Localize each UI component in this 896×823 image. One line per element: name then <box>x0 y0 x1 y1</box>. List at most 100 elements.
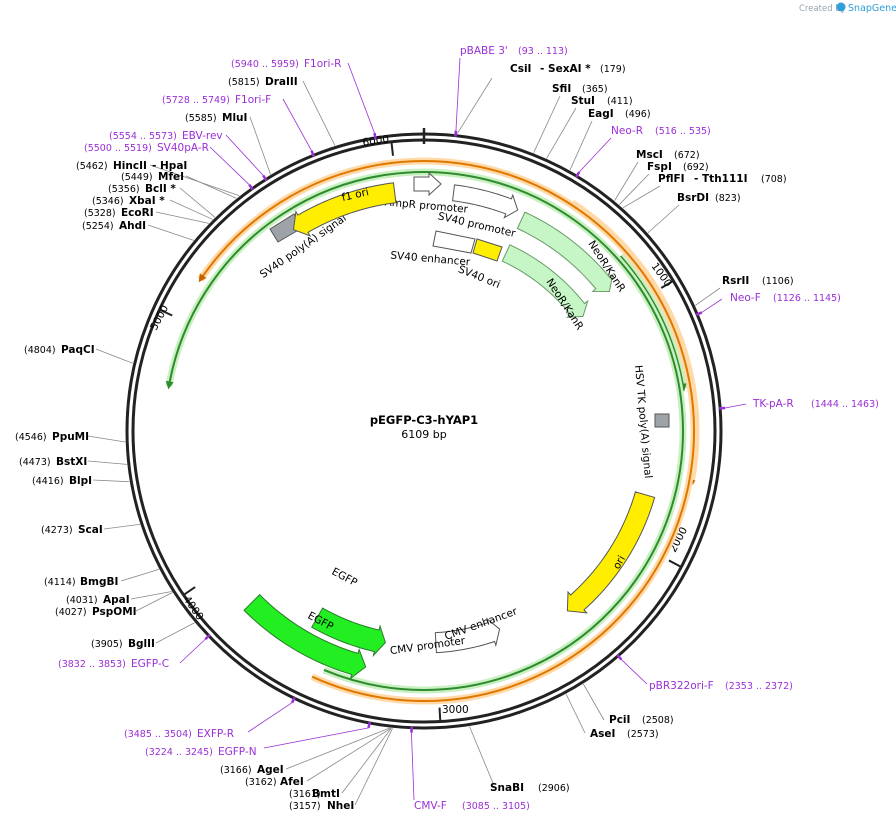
enzyme-label[interactable]: MfeI <box>158 171 184 183</box>
feature-sv40-ori[interactable] <box>472 238 503 262</box>
enzyme-position: (5815) <box>228 77 260 88</box>
primer-site-mark <box>262 174 268 182</box>
enzyme-label[interactable]: BsrDI <box>677 192 709 204</box>
enzyme-label[interactable]: PpuMI <box>52 431 89 443</box>
primer-label[interactable]: EGFP-C <box>131 658 169 670</box>
enzyme-leader <box>614 161 639 201</box>
enzyme-leader <box>341 727 392 794</box>
primer-leader <box>179 638 206 664</box>
feature-f1-ori[interactable] <box>292 182 397 237</box>
feature-amp-promoter[interactable] <box>413 171 442 197</box>
feature-hsv-tk-polya[interactable] <box>654 413 670 428</box>
enzyme-label[interactable]: BglII <box>128 638 155 650</box>
enzyme-position: (4114) <box>44 577 76 588</box>
enzyme-label[interactable]: FspI <box>647 161 672 173</box>
enzyme-position: (3157) <box>289 801 321 812</box>
enzyme-position: (4031) <box>66 595 98 606</box>
primer-label[interactable]: EBV-rev <box>182 130 223 142</box>
enzyme-label[interactable]: CsiI <box>510 63 531 75</box>
primer-label[interactable]: pBABE 3' <box>460 45 508 57</box>
primer-leader <box>347 62 375 134</box>
enzyme-label[interactable]: - SexAI * <box>540 63 591 75</box>
enzyme-label[interactable]: - HpaI <box>152 160 187 172</box>
orf-arrow-egfp-yap1[interactable] <box>165 171 684 691</box>
enzyme-label[interactable]: AfeI <box>280 776 304 788</box>
primer-label[interactable]: F1ori-R <box>304 58 341 70</box>
feature-neor-kanr-inner[interactable] <box>501 244 589 318</box>
enzyme-label[interactable]: ApaI <box>103 594 130 606</box>
enzyme-label[interactable]: PflFI <box>658 173 685 185</box>
primer-label[interactable]: F1ori-F <box>235 94 271 106</box>
orf-arrow-yap1[interactable] <box>198 160 695 702</box>
enzyme-label[interactable]: StuI <box>571 95 595 107</box>
enzyme-label[interactable]: BclI * <box>145 183 176 195</box>
enzyme-position: (3166) <box>220 765 252 776</box>
primer-label[interactable]: SV40pA-R <box>157 142 209 154</box>
enzyme-position: (708) <box>761 174 787 185</box>
primer-leader <box>225 134 264 176</box>
primer-range: (3085 .. 3105) <box>462 801 530 812</box>
primer-label[interactable]: Neo-F <box>730 292 761 304</box>
feature-egfp-upper[interactable] <box>243 594 367 680</box>
feature-sv40-enhancer[interactable] <box>432 230 476 254</box>
enzyme-label[interactable]: DraIII <box>265 76 298 88</box>
primer-label[interactable]: EGFP-N <box>218 746 257 758</box>
enzyme-label[interactable]: PspOMI <box>92 606 137 618</box>
feature-cmv-enhancer[interactable] <box>434 617 501 654</box>
primer-site-mark <box>248 183 254 191</box>
enzyme-label[interactable]: BmgBI <box>80 576 118 588</box>
enzyme-label[interactable]: AseI <box>590 728 615 740</box>
enzyme-leader <box>647 204 680 234</box>
enzyme-position: (496) <box>625 109 651 120</box>
enzyme-label[interactable]: AgeI <box>257 764 284 776</box>
enzyme-leader <box>95 348 133 364</box>
feature-sv40-promoter[interactable] <box>452 184 519 219</box>
enzyme-label[interactable]: PaqCI <box>61 344 95 356</box>
primer-leader <box>282 98 312 151</box>
primer-leader <box>247 702 293 733</box>
enzyme-label[interactable]: AhdI <box>119 220 146 232</box>
primer-range: (3485 .. 3504) <box>124 729 192 740</box>
credit-brand: SnapGene <box>848 3 896 14</box>
enzyme-label[interactable]: EcoRI <box>121 207 154 219</box>
enzyme-label[interactable]: HincII <box>113 160 147 172</box>
primer-range: (5728 .. 5749) <box>162 95 230 106</box>
enzyme-label[interactable]: BstXI <box>56 456 87 468</box>
enzyme-label[interactable]: ScaI <box>78 524 103 536</box>
tick-label: 6000 <box>362 133 390 149</box>
primer-site-mark <box>695 311 703 316</box>
feature-neor-kanr-outer[interactable] <box>516 211 614 293</box>
enzyme-position: (3905) <box>91 639 123 650</box>
enzyme-label[interactable]: BmtI <box>312 788 340 800</box>
tick-mark <box>668 559 682 568</box>
enzyme-label[interactable]: BlpI <box>69 475 92 487</box>
enzyme-label[interactable]: EagI <box>588 108 614 120</box>
enzyme-leader <box>92 479 130 483</box>
enzyme-position: (5356) <box>108 184 140 195</box>
enzyme-label[interactable]: MscI <box>636 149 663 161</box>
enzyme-label[interactable]: RsrII <box>722 275 749 287</box>
enzyme-leader <box>619 173 650 205</box>
primer-label[interactable]: pBR322ori-F <box>649 680 714 692</box>
enzyme-label[interactable]: XbaI * <box>129 195 165 207</box>
tick-mark <box>390 141 395 156</box>
enzyme-label[interactable]: - Tth111I <box>694 173 748 185</box>
enzyme-label[interactable]: SnaBI <box>490 782 524 794</box>
primer-leader <box>263 727 369 749</box>
feature-ori[interactable] <box>566 491 656 614</box>
credit-prefix: Created by <box>799 4 846 14</box>
enzyme-label[interactable]: PciI <box>609 714 630 726</box>
enzyme-leader <box>456 77 493 135</box>
primer-label[interactable]: Neo-R <box>611 125 643 137</box>
enzyme-label[interactable]: NheI <box>327 800 354 812</box>
primer-label[interactable]: TK-pA-R <box>752 398 794 410</box>
feature-egfp-lower[interactable] <box>311 607 386 658</box>
enzyme-position: (365) <box>582 84 608 95</box>
enzyme-label[interactable]: MluI <box>222 112 247 124</box>
enzyme-label[interactable]: SfiI <box>552 83 571 95</box>
primer-label[interactable]: CMV-F <box>414 800 447 812</box>
feature-label-cmv-promoter: CMV promoter <box>389 635 466 658</box>
primer-site-mark <box>454 130 458 137</box>
orf-arrow-neor-inner[interactable] <box>619 255 687 392</box>
primer-label[interactable]: EXFP-R <box>197 728 234 740</box>
